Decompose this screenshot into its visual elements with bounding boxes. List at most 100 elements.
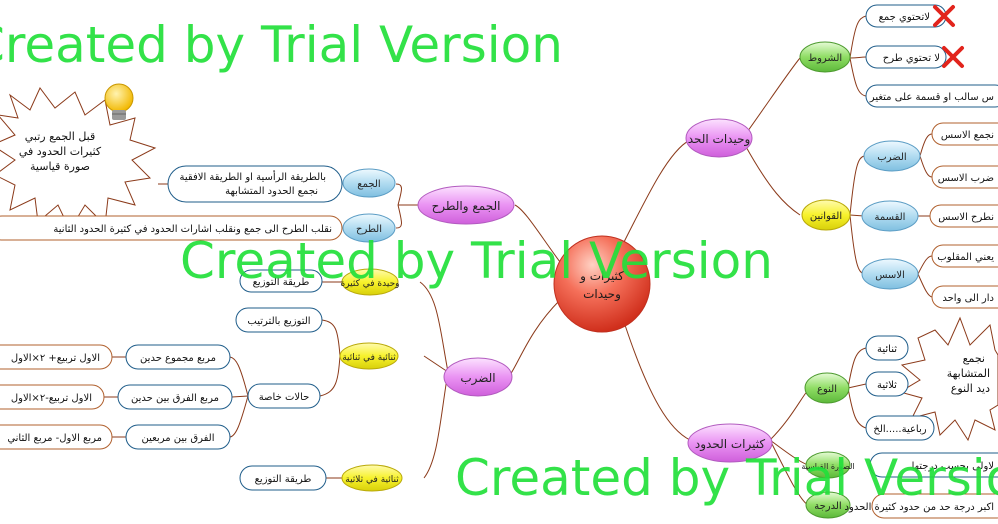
branch-polynomials[interactable]: كثيرات الحدود xyxy=(687,423,773,463)
law-text: نطرح الاسس xyxy=(938,212,994,223)
watermark: Created by Trial Version xyxy=(180,232,773,290)
standard-form-label: الصورة القياسية xyxy=(801,462,854,471)
law-text: يعني المقلوب xyxy=(937,252,994,263)
standard-form-text: لاولى بحسب درجتها xyxy=(912,461,994,472)
condition-text: س سالب او قسمة على متغير xyxy=(869,92,994,103)
sub-node[interactable]: الطرح xyxy=(342,213,396,243)
laws-divide-node[interactable]: القسمة xyxy=(861,200,919,232)
degree-node[interactable]: الدرجة xyxy=(805,491,851,519)
type-note-line: المتشابهة xyxy=(947,367,990,380)
special-case-name: مربع الفرق بين حدين xyxy=(131,393,219,404)
condition-text: لاتحتوي جمع xyxy=(879,12,930,23)
special-case-rule-text: الاول تربيع-٢×الاول xyxy=(11,393,92,404)
special-case-name: الفرق بين مربعين xyxy=(141,433,214,444)
mono-poly-method[interactable]: طريقة التوزيع xyxy=(239,269,323,293)
trinomial-method-text: طريقة التوزيع xyxy=(255,474,312,485)
type-note-line: ديد النوع xyxy=(951,382,990,395)
trinomial-label: ثنائية في ثلاثية xyxy=(345,475,399,485)
branch-multiplication-label: الضرب xyxy=(460,371,495,386)
note-line: كثيرات الحدود في xyxy=(19,145,102,158)
laws-divide-label: القسمة xyxy=(875,212,906,223)
special-case-name: مربع مجموع حدين xyxy=(140,353,216,364)
condition-item[interactable]: س سالب او قسمة على متغير xyxy=(865,84,998,108)
law-text: ضرب الاسس xyxy=(938,173,994,184)
special-case-rule-text: الاول تربيع+ ٢×الاول xyxy=(11,353,100,364)
type-label: النوع xyxy=(817,384,837,395)
condition-text: لا تحتوي طرح xyxy=(883,53,940,64)
binomial-distribution-text: التوزيع بالترتيب xyxy=(247,316,310,327)
trinomial-node[interactable]: ثنائية في ثلاثية xyxy=(341,464,403,492)
special-case-rule[interactable]: مربع الاول- مربع الثاني xyxy=(0,424,113,450)
laws-label: القوانين xyxy=(810,211,842,222)
special-cases[interactable]: حالات خاصة xyxy=(247,383,321,409)
type-item-text: رباعية.....الخ xyxy=(873,424,926,435)
binomial-label: ثنائية في ثنائية xyxy=(342,353,396,363)
mono-poly-label: وحيدة في كثيرة xyxy=(341,279,400,289)
special-case[interactable]: مربع مجموع حدين xyxy=(125,344,231,370)
sub-description[interactable]: نقلب الطرح الى جمع ونقلب اشارات الحدود ف… xyxy=(0,215,343,241)
special-cases-text: حالات خاصة xyxy=(259,392,310,403)
add-description-line: بالطريقة الرأسية او الطريقة الافقية xyxy=(180,170,326,183)
type-node[interactable]: النوع xyxy=(804,372,850,404)
type-note-burst: نجمع المتشابهة ديد النوع xyxy=(898,316,998,442)
sub-description-text: نقلب الطرح الى جمع ونقلب اشارات الحدود ف… xyxy=(53,224,332,235)
type-item-text: ثنائية xyxy=(877,344,897,355)
note-line: صورة قياسية xyxy=(30,160,90,173)
law-text: نجمع الاسس xyxy=(941,130,994,141)
special-case-rule[interactable]: الاول تربيع+ ٢×الاول xyxy=(0,344,113,370)
add-description[interactable]: بالطريقة الرأسية او الطريقة الافقية نجمع… xyxy=(167,165,343,203)
standard-form-text-box[interactable]: لاولى بحسب درجتها xyxy=(869,452,998,478)
condition-item[interactable]: لا تحتوي طرح xyxy=(865,45,947,69)
special-case-rule-text: مربع الاول- مربع الثاني xyxy=(7,433,102,444)
cross-icon xyxy=(933,5,955,27)
add-label: الجمع xyxy=(357,179,380,190)
branch-multiplication[interactable]: الضرب xyxy=(443,357,513,397)
laws-node[interactable]: القوانين xyxy=(801,199,851,231)
type-item-text: ثلاثية xyxy=(877,380,897,391)
branch-add-sub[interactable]: الجمع والطرح xyxy=(417,185,515,225)
degree-label: الدرجة xyxy=(814,501,841,512)
trinomial-method[interactable]: طريقة التوزيع xyxy=(239,465,327,491)
branch-add-sub-label: الجمع والطرح xyxy=(432,199,501,214)
branch-polynomials-label: كثيرات الحدود xyxy=(695,437,765,452)
law-text: دار الى واحد xyxy=(942,293,994,304)
type-note-line: نجمع xyxy=(963,352,985,365)
standard-form-node[interactable]: الصورة القياسية xyxy=(801,451,855,479)
law-item[interactable]: ضرب الاسس xyxy=(931,165,998,189)
law-item[interactable]: نطرح الاسس xyxy=(929,204,998,228)
mono-poly-method-text: طريقة التوزيع xyxy=(253,277,310,288)
special-case[interactable]: الفرق بين مربعين xyxy=(125,424,231,450)
branch-monomial[interactable]: وحيدات الحد xyxy=(685,118,753,158)
law-item[interactable]: يعني المقلوب xyxy=(931,244,998,268)
degree-text: اكبر درجة حد من حدود كثيرة الحدود xyxy=(845,502,994,513)
degree-text-box[interactable]: اكبر درجة حد من حدود كثيرة الحدود xyxy=(845,493,998,519)
conditions-label: الشروط xyxy=(808,53,842,64)
law-item[interactable]: دار الى واحد xyxy=(931,285,998,309)
laws-multiply-label: الضرب xyxy=(877,152,906,163)
branch-monomial-label: وحيدات الحد xyxy=(688,132,751,147)
law-item[interactable]: نجمع الاسس xyxy=(931,122,998,146)
connectors xyxy=(104,15,933,506)
type-item[interactable]: ثلاثية xyxy=(865,371,909,397)
binomial-distribution[interactable]: التوزيع بالترتيب xyxy=(235,307,323,333)
note-burst: قبل الجمع رتبي كثيرات الحدود في صورة قيا… xyxy=(0,87,157,232)
special-case[interactable]: مربع الفرق بين حدين xyxy=(117,384,233,410)
conditions-node[interactable]: الشروط xyxy=(799,41,851,73)
lightbulb-icon xyxy=(104,83,134,120)
cross-icon xyxy=(942,46,964,68)
type-item[interactable]: رباعية.....الخ xyxy=(865,415,935,441)
sub-label: الطرح xyxy=(356,224,382,235)
laws-exponent-node[interactable]: الاسس xyxy=(861,258,919,290)
binomial-node[interactable]: ثنائية في ثنائية xyxy=(339,342,399,370)
add-description-line: نجمع الحدود المتشابهة xyxy=(225,186,318,197)
mono-poly-node[interactable]: وحيدة في كثيرة xyxy=(341,268,400,296)
type-item[interactable]: ثنائية xyxy=(865,335,909,361)
laws-multiply-node[interactable]: الضرب xyxy=(863,140,921,172)
watermark: Created by Trial Version xyxy=(0,16,563,74)
note-line: قبل الجمع رتبي xyxy=(25,130,96,143)
add-node[interactable]: الجمع xyxy=(342,168,396,198)
special-case-rule[interactable]: الاول تربيع-٢×الاول xyxy=(0,384,105,410)
